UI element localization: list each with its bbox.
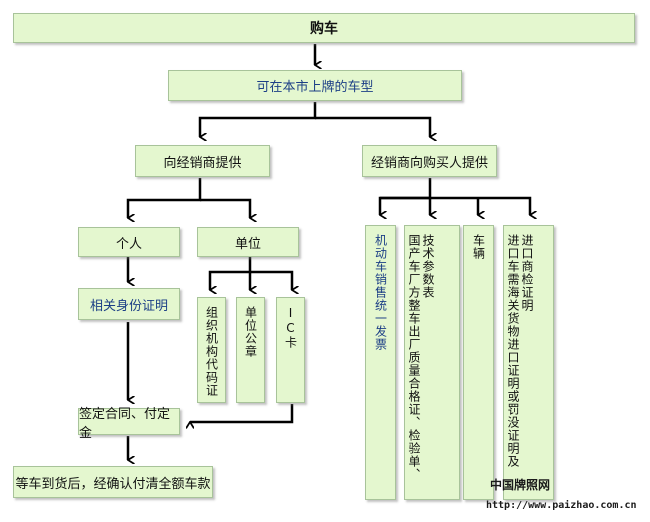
dealer-provides-text: 经销商向购买人提供: [370, 155, 488, 171]
contract-deposit-text: 签定合同、付定金: [79, 406, 171, 441]
ic-card-box: IC卡: [276, 297, 305, 403]
import-docs-box: 进口车需海关货物进口证明或罚没证明及 进口商检证明: [503, 225, 554, 500]
vehicle-box: 车辆: [463, 225, 494, 500]
dealer-provides-box: 经销商向购买人提供: [362, 145, 497, 177]
personal-text: 个人: [115, 236, 142, 252]
customs-proof-text: 进口车需海关货物进口证明或罚没证明及: [506, 234, 520, 468]
sales-invoice-box: 机动车销售统一发票: [365, 225, 396, 500]
car-model-text: 可在本市上牌的车型: [256, 80, 374, 95]
watermark-url: http://www.paizhao.com.cn: [486, 500, 637, 511]
ic-card-text: IC卡: [283, 306, 298, 349]
tech-params-box: 国产车厂方整车出厂质量合格证、检验单、 技术参数表: [404, 225, 460, 500]
org-code-cert-text: 组织机构代码证: [204, 306, 219, 397]
quality-cert-text: 国产车厂方整车出厂质量合格证、检验单、: [407, 234, 421, 481]
unit-text: 单位: [234, 236, 261, 252]
provide-to-dealer-box: 向经销商提供: [135, 145, 270, 177]
tech-params-text: 技术参数表: [421, 234, 435, 299]
contract-deposit-box: 签定合同、付定金: [78, 407, 180, 441]
unit-seal-text: 单位公章: [243, 306, 258, 358]
personal-box: 个人: [78, 227, 180, 257]
final-payment-box: 等车到货后，经确认付清全额车款: [13, 466, 213, 498]
sales-invoice-text: 机动车销售统一发票: [373, 234, 388, 351]
title-box: 购车: [13, 13, 635, 43]
provide-to-dealer-text: 向经销商提供: [163, 155, 242, 171]
watermark-name: 中国牌照网: [490, 478, 551, 492]
org-code-cert-box: 组织机构代码证: [197, 297, 226, 403]
id-proof-text: 相关身份证明: [89, 298, 168, 314]
import-inspection-text: 进口商检证明: [520, 234, 534, 312]
final-payment-text: 等车到货后，经确认付清全额车款: [15, 476, 211, 492]
car-model-box: 可在本市上牌的车型: [168, 70, 462, 101]
unit-box: 单位: [197, 227, 299, 257]
vehicle-text: 车辆: [471, 234, 486, 260]
unit-seal-box: 单位公章: [236, 297, 265, 403]
id-proof-box: 相关身份证明: [78, 288, 180, 320]
title-text: 购车: [310, 21, 338, 37]
